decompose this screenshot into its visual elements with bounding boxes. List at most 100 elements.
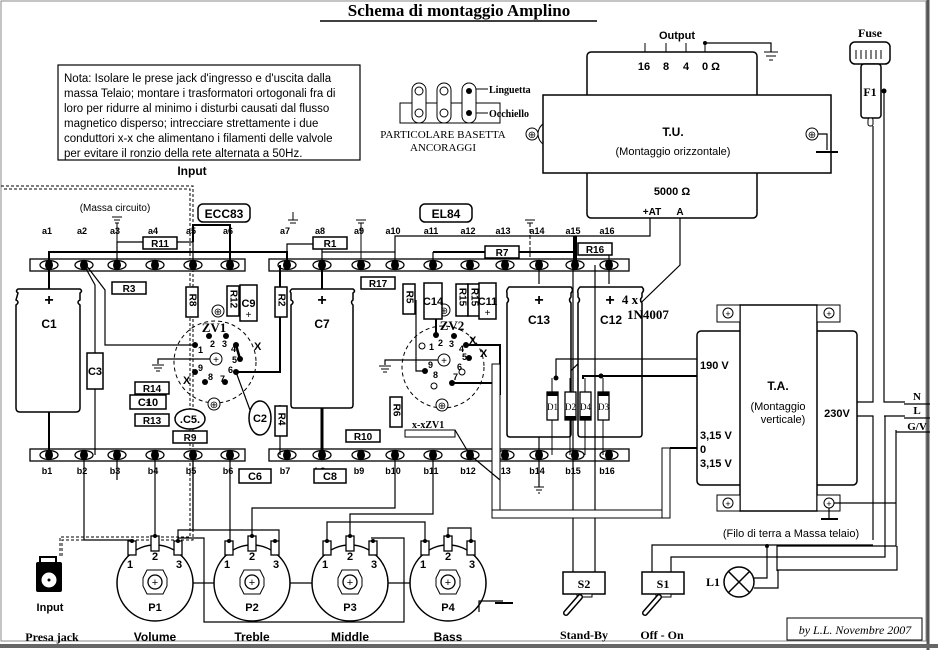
terminal-lug[interactable] — [351, 449, 371, 461]
svg-text:2: 2 — [438, 338, 443, 348]
terminal-lug[interactable] — [277, 449, 297, 461]
note-line: loro per ridurre al minimo i disturbi ca… — [64, 103, 329, 115]
c3-label: C3 — [88, 366, 102, 378]
resistor-r7: R7 — [484, 245, 520, 259]
r8-label: R8 — [187, 294, 198, 307]
tu-impedance: 5000 Ω — [654, 186, 691, 198]
ecc83-badge — [197, 203, 251, 223]
pot-p1[interactable]: 123+P1 — [116, 534, 194, 622]
switch-s2[interactable]: S2 Stand-By — [560, 560, 608, 642]
terminal-lug[interactable] — [460, 259, 480, 271]
terminal-label: b4 — [148, 466, 159, 476]
terminal-label: b12 — [460, 466, 476, 476]
svg-text:2: 2 — [210, 339, 215, 349]
svg-text:4: 4 — [231, 344, 236, 354]
resistor-r2: R2 — [274, 286, 288, 318]
terminal-lug[interactable] — [495, 259, 515, 271]
note-line: Nota: Isolare le prese jack d'ingresso e… — [64, 73, 332, 85]
linguetta-label: Linguetta — [489, 85, 531, 96]
resistor-r5: R5 — [402, 283, 416, 315]
svg-text:⊕: ⊕ — [210, 400, 218, 411]
ta-name: T.A. — [767, 379, 788, 393]
pot-wire — [349, 455, 434, 536]
ta-subtitle-1: (Montaggio — [750, 401, 805, 413]
capacitor-c13: + C13 — [506, 286, 574, 438]
lamp-label: L1 — [706, 575, 720, 589]
pot-wire — [192, 462, 280, 541]
svg-text:6: 6 — [228, 365, 233, 375]
input-heading: Input — [177, 164, 206, 178]
terminal-lug[interactable] — [565, 449, 585, 461]
r15b-label: R15 — [469, 288, 480, 307]
capacitor-c11: C11+ — [478, 282, 497, 320]
r17-label: R17 — [369, 279, 388, 290]
pot-p3[interactable]: 123+P3 — [311, 534, 389, 622]
fuse-id: F1 — [863, 85, 876, 99]
diode: D4 — [579, 378, 592, 455]
svg-text:+: + — [445, 577, 451, 589]
resistor-r12: R12 — [226, 285, 240, 317]
terminal-lug[interactable] — [145, 259, 165, 271]
basetta-detail: Linguetta Occhiello PARTICOLARE BASETTA … — [380, 82, 531, 154]
c2-label: C2 — [253, 413, 267, 425]
r2-label: R2 — [276, 294, 287, 307]
terminal-label: a5 — [186, 226, 196, 236]
resistor-r1: R1 — [312, 236, 348, 250]
pot-pin: 1 — [127, 559, 133, 571]
el84-badge — [419, 203, 473, 223]
pot-p4[interactable]: 123+P4 — [409, 534, 487, 622]
terminal-label: a9 — [354, 226, 364, 236]
svg-text:1: 1 — [198, 345, 203, 355]
terminal-label: b2 — [77, 466, 88, 476]
note-line: per evitare il ronzio della rete alterna… — [64, 148, 302, 160]
pot-pin: 3 — [371, 559, 377, 571]
terminal-lug[interactable] — [599, 449, 619, 461]
diode-count: 4 x — [622, 292, 639, 307]
pot-p2[interactable]: 123+P2 — [213, 534, 291, 622]
heater-zero: 0 — [700, 444, 706, 456]
terminal-label: b6 — [223, 466, 234, 476]
resistor-r14: R14 — [134, 381, 170, 395]
input-jack[interactable]: Input — [36, 556, 64, 614]
svg-text:8: 8 — [433, 370, 438, 380]
svg-text:⊕: ⊕ — [808, 130, 816, 141]
c7-label: C7 — [314, 317, 330, 331]
pot-pin: 2 — [445, 551, 451, 563]
c1-label: C1 — [41, 317, 57, 331]
r15a-label: R15 — [457, 288, 468, 307]
ground-icon — [764, 51, 778, 61]
svg-text:7: 7 — [220, 374, 225, 384]
note-line: conduttori x-x che alimentano i filament… — [64, 133, 332, 145]
svg-text:+: + — [145, 398, 151, 409]
terminal-label: a3 — [110, 226, 120, 236]
resistor-r9: R9 — [172, 430, 208, 444]
primary-voltage: 230V — [824, 408, 850, 420]
terminal-lug[interactable] — [351, 259, 371, 271]
output-transformer: Output ⊕ ⊕ 16 8 4 0 Ω T.U. (Montaggio or… — [525, 30, 838, 219]
c8-label: C8 — [323, 471, 337, 483]
screw-icon: ⊕ — [435, 398, 449, 412]
svg-text:3: 3 — [222, 339, 227, 349]
switch-s1[interactable]: S1 Off - On — [640, 416, 886, 642]
diode-label: D2 — [565, 402, 576, 412]
pot-id: P1 — [148, 602, 161, 614]
screw-icon: + — [722, 497, 734, 509]
ground-icon — [356, 219, 366, 265]
terminal-label: b11 — [423, 466, 438, 476]
resistor-r8: R8 — [185, 286, 199, 318]
pot-name: Volume — [134, 630, 177, 644]
svg-text:+: + — [249, 577, 255, 589]
pot-pin: 3 — [469, 559, 475, 571]
r1-label: R1 — [324, 239, 337, 250]
svg-text:+: + — [725, 499, 730, 509]
svg-text:+: + — [605, 292, 614, 309]
credit-box — [786, 617, 923, 641]
svg-text:X: X — [183, 375, 191, 387]
c9-label: C9 — [241, 298, 255, 310]
terminal-label: a15 — [565, 226, 580, 236]
jack-label: Input — [37, 602, 64, 614]
pot-name: Treble — [234, 630, 270, 644]
capacitor-c2: C2 — [248, 400, 272, 436]
svg-text:4: 4 — [459, 344, 464, 354]
